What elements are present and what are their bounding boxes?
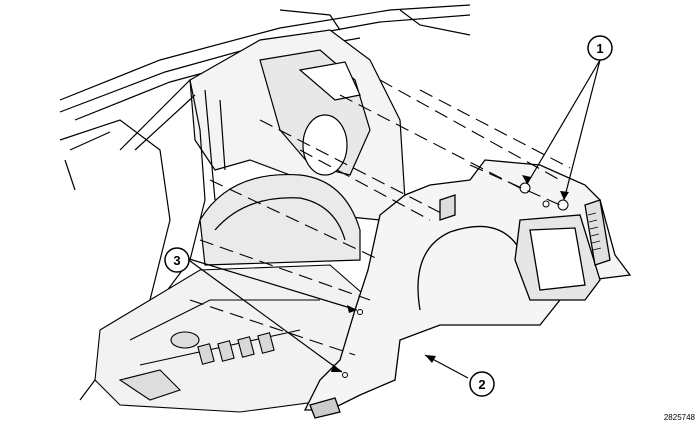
alignment-lines — [189, 79, 571, 356]
callout-3: 3 — [164, 247, 190, 273]
arrowheads — [331, 175, 569, 372]
wheelhouse — [199, 173, 361, 266]
quarter-panel-structure — [189, 29, 406, 221]
leader-lines — [185, 59, 601, 379]
vent-grille — [587, 212, 602, 251]
fasteners — [342, 182, 569, 378]
callout-2-label: 2 — [478, 377, 485, 392]
quarter-trim-panel — [303, 159, 632, 419]
callout-2: 2 — [469, 371, 495, 397]
callout-1: 1 — [587, 35, 613, 61]
callout-1-label: 1 — [596, 41, 603, 56]
floor-pan — [94, 264, 371, 413]
callout-3-label: 3 — [173, 253, 180, 268]
figure-id: 2825748 — [664, 413, 696, 422]
